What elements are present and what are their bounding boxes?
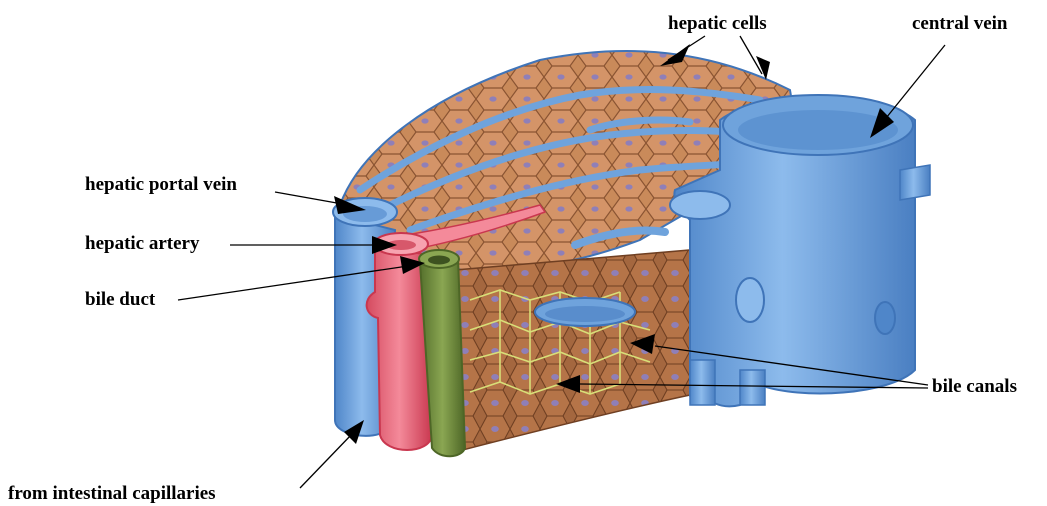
label-from-intestinal-capillaries: from intestinal capillaries <box>8 483 216 504</box>
lobule-front-face <box>455 250 690 452</box>
label-central-vein: central vein <box>912 13 1008 34</box>
label-bile-canals: bile canals <box>932 376 1017 397</box>
label-hepatic-portal-vein: hepatic portal vein <box>85 174 237 195</box>
label-hepatic-artery: hepatic artery <box>85 233 200 254</box>
label-hepatic-cells: hepatic cells <box>668 13 767 34</box>
label-bile-duct: bile duct <box>85 289 156 310</box>
